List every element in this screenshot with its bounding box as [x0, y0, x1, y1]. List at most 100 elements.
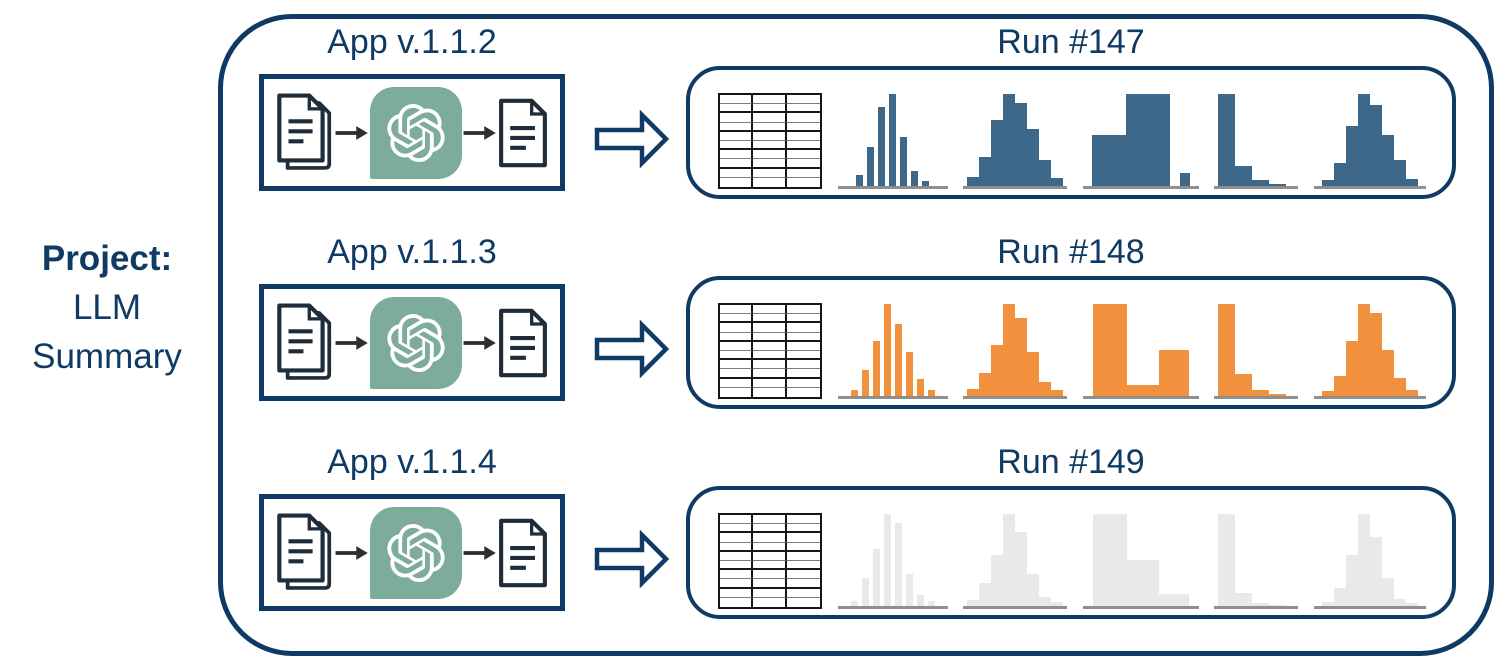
results-table-icon	[718, 93, 822, 189]
hist-bar	[1252, 180, 1270, 186]
hist-bar	[927, 390, 935, 396]
histogram-categorical	[1082, 304, 1199, 399]
histogram-narrow	[837, 94, 948, 189]
hist-bar	[1051, 178, 1064, 186]
histogram-decay	[1214, 304, 1299, 399]
project-name-line2: Summary	[32, 337, 182, 376]
hist-bar	[1179, 173, 1190, 186]
hist-bar	[991, 345, 1004, 396]
app-version-label: App v.1.1.2	[327, 23, 497, 61]
hist-bar	[1027, 129, 1040, 186]
hist-bar	[1381, 350, 1394, 396]
hist-bar	[1405, 603, 1418, 606]
result-arrow	[594, 529, 670, 593]
histogram-decay	[1214, 514, 1299, 609]
hist-bar	[1235, 166, 1253, 186]
hist-bar	[1393, 378, 1406, 396]
hollow-right-arrow-icon	[594, 319, 670, 379]
project-container-box	[218, 14, 1494, 656]
hist-bar	[1235, 374, 1253, 396]
right-arrow-icon	[463, 335, 496, 350]
histogram-categorical	[1082, 514, 1199, 609]
hist-bar	[872, 341, 880, 396]
hist-bar	[1027, 574, 1040, 606]
hist-bar	[1051, 390, 1064, 396]
hist-bar	[1158, 594, 1189, 606]
histogram-categorical	[1082, 94, 1199, 189]
result-arrow	[594, 319, 670, 383]
run-label: Run #147	[997, 23, 1145, 61]
hist-bar	[1003, 94, 1016, 186]
app-version-label: App v.1.1.3	[327, 233, 497, 271]
project-label: Project: LLM Summary	[0, 234, 214, 381]
hist-bar	[1092, 304, 1127, 396]
app-pipeline-box	[259, 494, 565, 611]
hist-bar	[867, 147, 875, 186]
hist-bar	[1333, 163, 1346, 186]
hist-bar	[1003, 304, 1016, 396]
histogram-narrow	[837, 514, 948, 609]
hist-bar	[1357, 304, 1370, 396]
stacked-documents-icon	[277, 302, 332, 380]
openai-knot-icon	[387, 523, 445, 582]
hist-bar	[1321, 391, 1334, 396]
hist-bar	[979, 157, 992, 186]
hist-bar	[1357, 94, 1370, 186]
hist-bar	[905, 574, 913, 606]
hist-bar	[1381, 578, 1394, 606]
openai-knot-icon	[387, 103, 445, 162]
hist-bar	[1381, 135, 1394, 186]
hist-bar	[1405, 179, 1418, 186]
hist-bar	[1345, 126, 1358, 186]
hist-bar	[1269, 184, 1287, 186]
app-version-label: App v.1.1.4	[327, 443, 497, 481]
hist-bar	[979, 373, 992, 396]
openai-knot-icon	[387, 313, 445, 372]
histogram-bell	[963, 304, 1068, 399]
hist-bar	[927, 601, 935, 606]
histogram-bell	[1313, 94, 1426, 189]
hist-bar	[1357, 514, 1370, 606]
hist-bar	[861, 370, 869, 396]
openai-logo-icon	[369, 506, 462, 599]
stacked-documents-icon	[277, 92, 332, 170]
hist-bar	[979, 583, 992, 606]
hist-bar	[922, 181, 930, 186]
hist-bar	[850, 390, 858, 396]
hist-bar	[1405, 390, 1418, 396]
hist-bar	[1333, 376, 1346, 396]
hist-bar	[1369, 313, 1382, 396]
hist-bar	[967, 389, 980, 396]
hist-bar	[1158, 350, 1189, 396]
document-icon	[498, 518, 547, 587]
project-name-line1: LLM	[72, 288, 142, 327]
hist-bar	[1252, 603, 1270, 606]
hist-bar	[991, 120, 1004, 186]
run-box	[686, 66, 1456, 199]
hist-bar	[878, 107, 886, 186]
hist-bar	[1091, 135, 1126, 186]
hist-bar	[1269, 605, 1287, 606]
hist-bar	[1252, 390, 1270, 396]
hollow-right-arrow-icon	[594, 109, 670, 169]
hist-bar	[883, 304, 891, 396]
hist-bar	[1015, 103, 1028, 186]
hist-bar	[872, 549, 880, 606]
hist-bar	[1269, 394, 1287, 396]
hist-bar	[894, 324, 902, 396]
histogram-bell	[1313, 514, 1426, 609]
hist-bar	[894, 523, 902, 606]
openai-logo-icon	[369, 296, 462, 389]
hist-bar	[1092, 514, 1127, 606]
hist-bar	[1321, 180, 1334, 186]
right-arrow-icon	[463, 545, 496, 560]
hist-bar	[1321, 602, 1334, 606]
histogram-narrow	[837, 304, 948, 399]
histogram-bell	[963, 94, 1068, 189]
hist-bar	[991, 555, 1004, 606]
histogram-bell	[963, 514, 1068, 609]
hist-bar	[911, 171, 919, 186]
run-box	[686, 276, 1456, 409]
hist-bar	[1051, 602, 1064, 606]
